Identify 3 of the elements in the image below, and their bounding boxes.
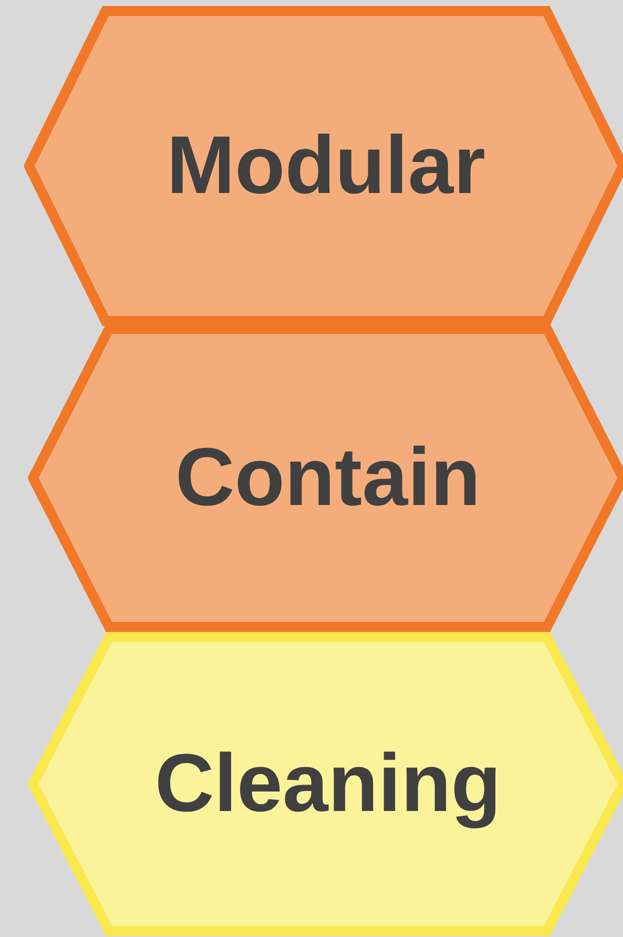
hexagon-label: Contain [175,431,481,525]
hexagon-label: Modular [166,119,486,213]
hexagon-label: Cleaning [154,737,502,831]
